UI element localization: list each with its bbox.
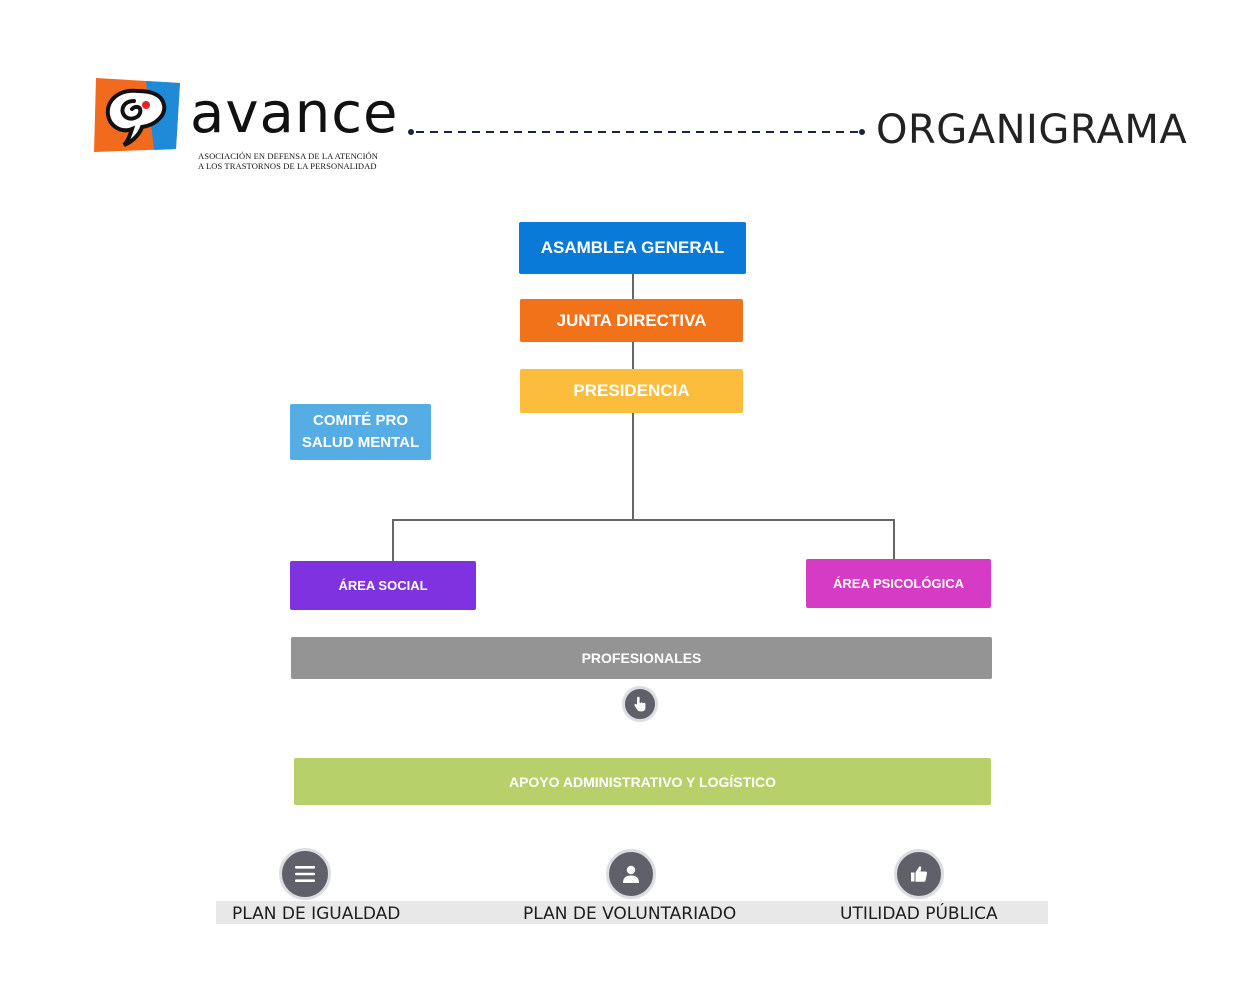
footer-label-plan-igualdad[interactable]: PLAN DE IGUALDAD — [232, 904, 401, 924]
logo-wordmark: avance — [190, 81, 399, 146]
touch-hand-button[interactable] — [622, 686, 658, 722]
pointer-hand-icon — [634, 696, 646, 712]
logo-icon — [94, 78, 180, 152]
page-title: ORGANIGRAMA — [876, 107, 1188, 153]
user-icon — [623, 865, 639, 883]
logo-tagline-line1: ASOCIACIÓN EN DEFENSA DE LA ATENCIÓN — [198, 151, 378, 161]
box-apoyo-administrativo: APOYO ADMINISTRATIVO Y LOGÍSTICO — [294, 758, 991, 805]
title-dashed-connector — [408, 129, 865, 135]
footer-label-plan-voluntariado[interactable]: PLAN DE VOLUNTARIADO — [523, 904, 737, 924]
box-presidencia: PRESIDENCIA — [520, 369, 743, 413]
thumbs-up-icon — [911, 866, 928, 882]
footer-label-utilidad-publica[interactable]: UTILIDAD PÚBLICA — [840, 904, 998, 924]
logo-tagline: ASOCIACIÓN EN DEFENSA DE LA ATENCIÓN A L… — [198, 151, 398, 171]
list-icon — [295, 866, 315, 882]
box-area-psicologica: ÁREA PSICOLÓGICA — [806, 559, 991, 608]
box-area-social: ÁREA SOCIAL — [290, 561, 476, 610]
logo-tagline-line2: A LOS TRASTORNOS DE LA PERSONALIDAD — [198, 161, 377, 171]
box-asamblea-general: ASAMBLEA GENERAL — [519, 222, 746, 274]
plan-igualdad-button[interactable] — [279, 848, 331, 900]
box-junta-directiva: JUNTA DIRECTIVA — [520, 299, 743, 342]
footer-bar — [216, 901, 1048, 924]
box-profesionales: PROFESIONALES — [291, 637, 992, 679]
plan-voluntariado-button[interactable] — [606, 849, 656, 899]
utilidad-publica-button[interactable] — [894, 849, 944, 899]
box-comite-salud-mental: COMITÉ PRO SALUD MENTAL — [290, 404, 431, 460]
